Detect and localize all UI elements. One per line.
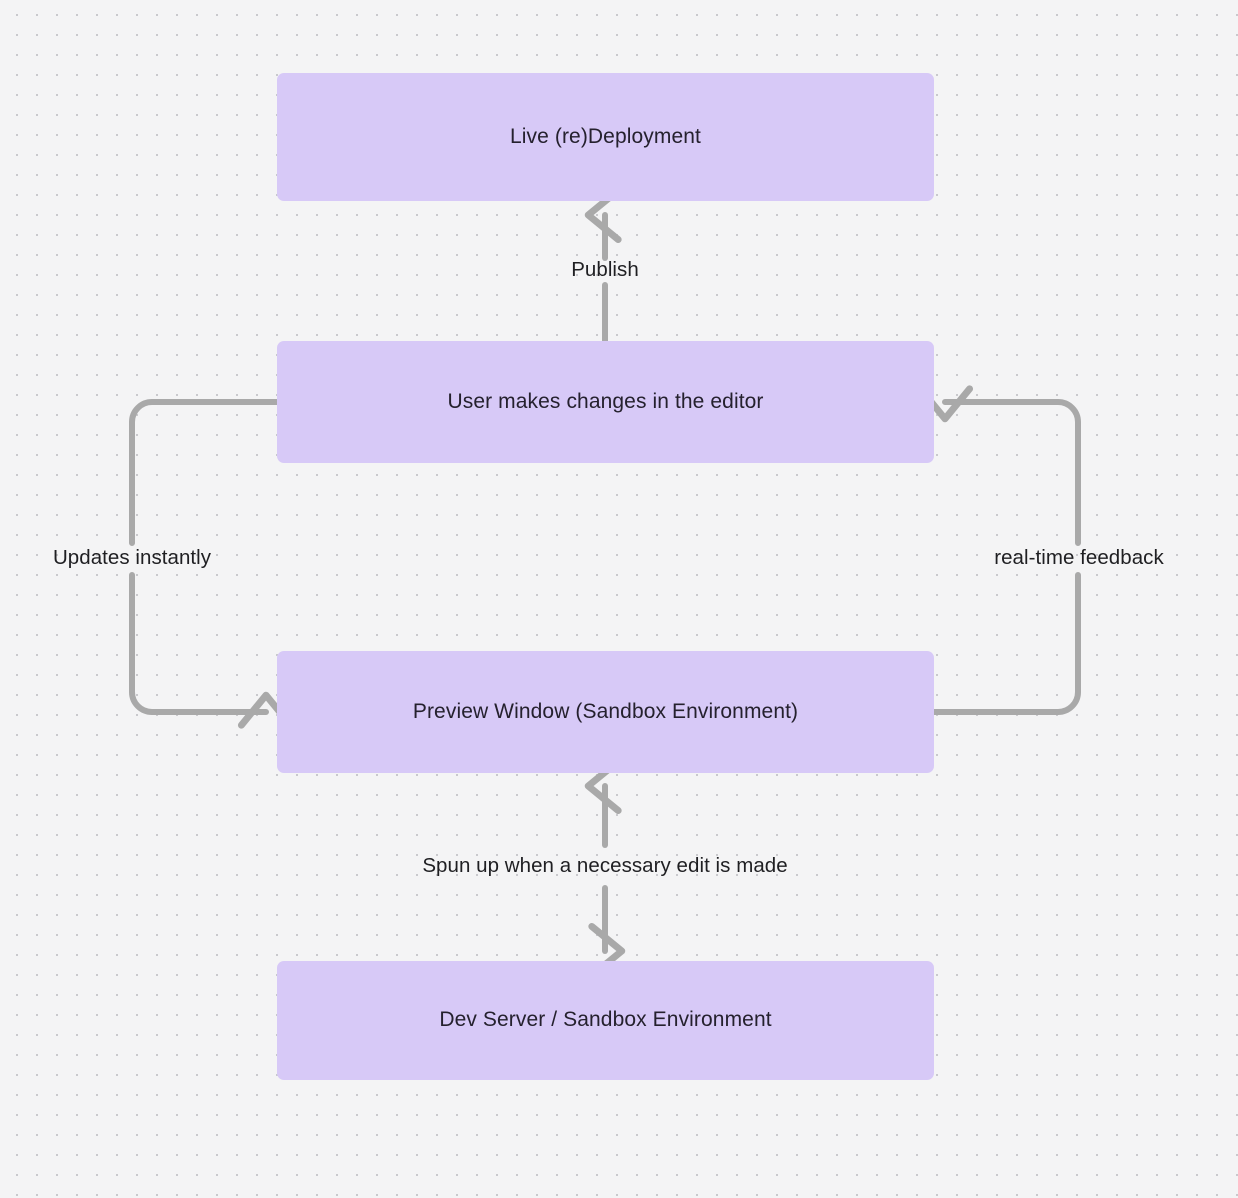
edge-label-spun-up: Spun up when a necessary edit is made (422, 853, 788, 877)
node-dev-server[interactable]: Dev Server / Sandbox Environment (277, 961, 934, 1080)
node-label: Preview Window (Sandbox Environment) (412, 699, 799, 723)
node-user-edits[interactable]: User makes changes in the editor (277, 341, 934, 463)
node-label: Dev Server / Sandbox Environment (439, 1008, 772, 1032)
node-label: Live (re)Deployment (510, 124, 701, 148)
node-label: User makes changes in the editor (447, 389, 764, 413)
node-preview-window[interactable]: Preview Window (Sandbox Environment) (277, 651, 934, 773)
node-live-deployment[interactable]: Live (re)Deployment (277, 73, 934, 201)
edge-label-updates-instantly: Updates instantly (52, 545, 212, 569)
edge-label-real-time-feedback: real-time feedback (994, 545, 1164, 569)
edge-label-publish: Publish (571, 257, 639, 281)
